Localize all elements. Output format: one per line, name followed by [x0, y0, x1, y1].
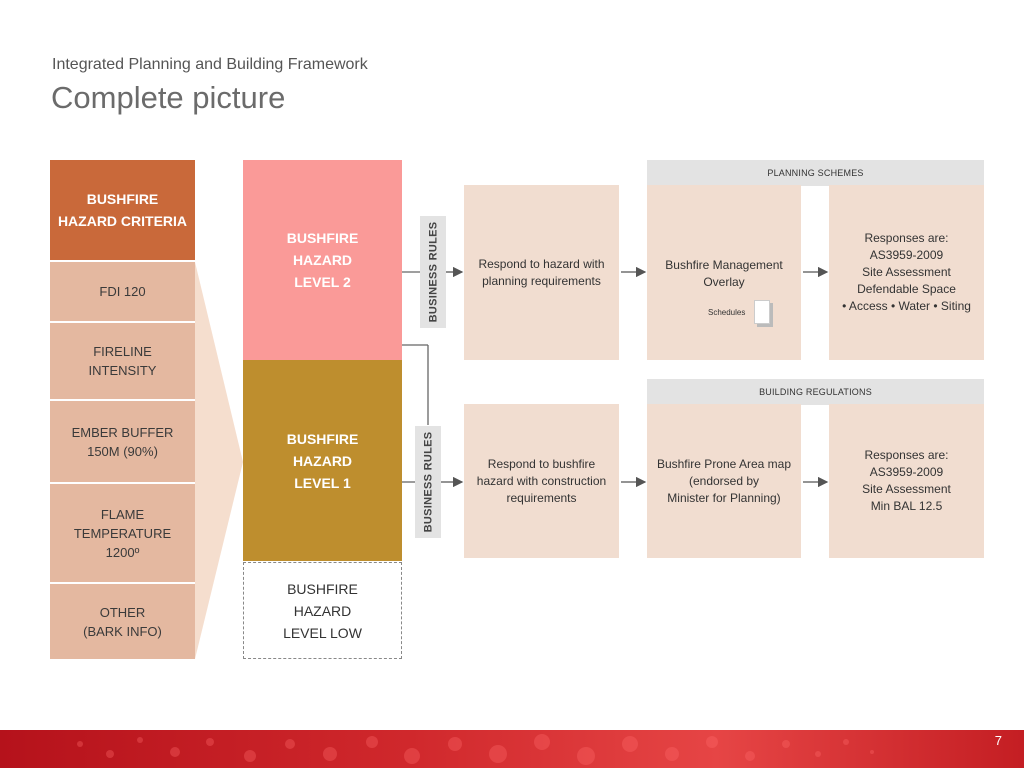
planning-respond-box: Respond to hazard with planning requirem…	[464, 185, 619, 360]
criteria-item-other: OTHER (BARK INFO)	[50, 582, 195, 659]
planning-schemes-label: PLANNING SCHEMES	[767, 168, 864, 178]
planning-respond-label: Respond to hazard with planning requirem…	[478, 256, 605, 288]
hazard-level-low: BUSHFIRE HAZARD LEVEL LOW	[243, 562, 402, 659]
bushfire-management-overlay-box: Bushfire Management Overlay	[647, 185, 801, 360]
overlay-label: Bushfire Management Overlay	[665, 258, 783, 289]
footer-dot-pattern	[77, 734, 874, 765]
planning-responses-label: Responses are: AS3959-2009 Site Assessme…	[842, 231, 971, 313]
page-number: 7	[994, 733, 1002, 748]
criteria-heading-label: BUSHFIRE HAZARD CRITERIA	[57, 191, 188, 229]
building-responses-box: Responses are: AS3959-2009 Site Assessme…	[829, 404, 984, 558]
building-regulations-band: BUILDING REGULATIONS	[647, 379, 984, 405]
business-rules-label: BUSINESS RULES	[427, 221, 439, 323]
hazard-level-2-label: BUSHFIRE HAZARD LEVEL 2	[286, 230, 359, 290]
bushfire-prone-area-map-box: Bushfire Prone Area map (endorsed by Min…	[647, 404, 801, 558]
business-rules-tag-planning: BUSINESS RULES	[420, 216, 446, 328]
presentation-subtitle: Integrated Planning and Building Framewo…	[52, 56, 368, 73]
hazard-level-2: BUSHFIRE HAZARD LEVEL 2	[243, 160, 402, 360]
criteria-item-fdi: FDI 120	[50, 260, 195, 321]
hazard-level-1: BUSHFIRE HAZARD LEVEL 1	[243, 360, 402, 561]
hazard-level-1-label: BUSHFIRE HAZARD LEVEL 1	[286, 430, 359, 491]
criteria-item-label: FDI 120	[99, 284, 146, 299]
criteria-item-label: FLAME TEMPERATURE 1200º	[73, 506, 172, 560]
criteria-item-label: FIRELINE INTENSITY	[88, 344, 157, 378]
document-icon	[754, 300, 770, 324]
business-rules-label: BUSINESS RULES	[422, 431, 434, 533]
prone-area-map-label: Bushfire Prone Area map (endorsed by Min…	[656, 456, 792, 505]
planning-responses-box: Responses are: AS3959-2009 Site Assessme…	[829, 185, 984, 360]
criteria-heading: BUSHFIRE HAZARD CRITERIA	[50, 160, 195, 260]
criteria-item-label: OTHER (BARK INFO)	[83, 604, 162, 639]
criteria-item-ember: EMBER BUFFER 150M (90%)	[50, 399, 195, 482]
hazard-level-low-label: BUSHFIRE HAZARD LEVEL LOW	[283, 580, 362, 641]
footer-banner	[0, 730, 1024, 768]
building-respond-label: Respond to bushfire hazard with construc…	[476, 456, 607, 505]
building-responses-label: Responses are: AS3959-2009 Site Assessme…	[862, 448, 951, 513]
schedules-label: Schedules	[708, 308, 746, 317]
criteria-item-flame: FLAME TEMPERATURE 1200º	[50, 482, 195, 582]
building-respond-box: Respond to bushfire hazard with construc…	[464, 404, 619, 558]
criteria-item-label: EMBER BUFFER 150M (90%)	[71, 424, 174, 459]
slide-title: Complete picture	[51, 80, 286, 115]
business-rules-tag-building: BUSINESS RULES	[415, 426, 441, 538]
planning-schemes-band: PLANNING SCHEMES	[647, 160, 984, 186]
building-regulations-label: BUILDING REGULATIONS	[759, 387, 872, 397]
criteria-item-fireline: FIRELINE INTENSITY	[50, 321, 195, 399]
criteria-funnel	[195, 262, 243, 659]
